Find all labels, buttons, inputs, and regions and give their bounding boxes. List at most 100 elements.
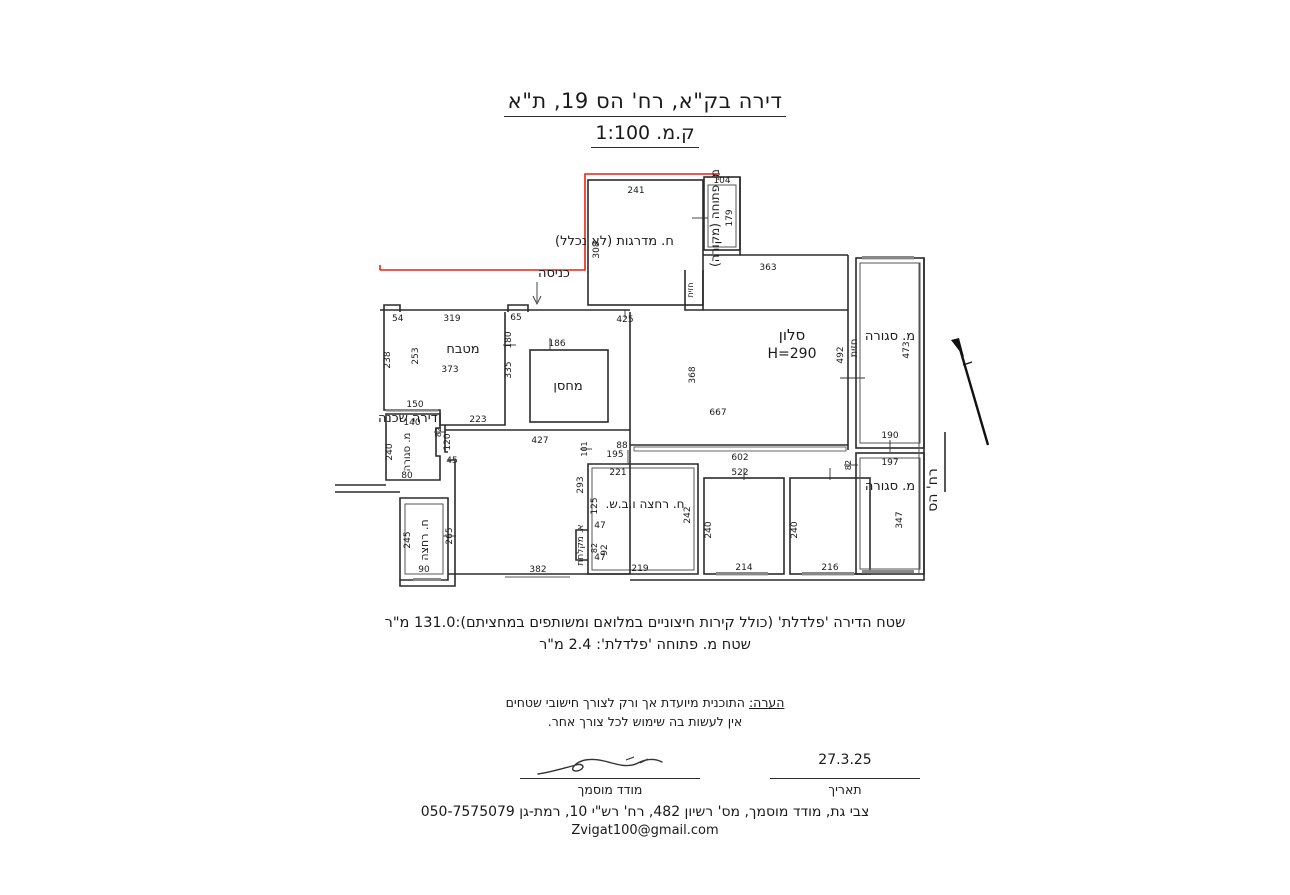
dim-253: 253 — [411, 347, 421, 364]
dim-245: 245 — [403, 531, 413, 548]
window-hatch-kitchen — [386, 409, 438, 412]
floor-plan-drawing: 241 308 104 179 מ. פתוחה (מקורה) חזית ח.… — [300, 160, 1020, 600]
dim-214: 214 — [735, 563, 752, 573]
plan-svg: 241 308 104 179 מ. פתוחה (מקורה) חזית ח.… — [335, 169, 990, 587]
footer-email: Zvigat100@gmail.com — [571, 823, 719, 839]
window-hatch-bed2 — [802, 572, 854, 576]
dim-223: 223 — [469, 415, 486, 425]
note-entrance: כניסה — [538, 266, 570, 281]
room-closed-left-outline — [385, 413, 441, 481]
room-storage-outline — [529, 349, 609, 423]
dim-363: 363 — [759, 263, 776, 273]
dim-238: 238 — [383, 351, 393, 368]
note-neighbor-apartment: דירה שכנה — [378, 411, 438, 426]
dim-190: 190 — [881, 431, 898, 441]
wall-kitchen-notch — [383, 304, 401, 312]
date-caption: תאריך — [828, 782, 862, 797]
surveyor-signature-cell: מודד מוסמך — [520, 752, 700, 797]
dim-80: 80 — [401, 471, 413, 481]
dim-180: 180 — [504, 331, 514, 348]
dim-125: 125 — [590, 497, 600, 514]
dim-179: 179 — [725, 209, 735, 226]
window-hatch-right-lower — [862, 570, 914, 574]
room-label-closed-right-upper: מ. סגורה — [865, 329, 915, 344]
area-summary: שטח הדירה 'פלדלת' (כולל קירות חיצוניים ב… — [0, 612, 1290, 657]
handwritten-signature-icon — [537, 756, 663, 775]
wall-left-lower-step — [399, 574, 456, 587]
dim-82-shower: 82 — [590, 543, 599, 553]
dim-92: 92 — [600, 544, 610, 555]
room-living-height-note: H=290 — [768, 346, 817, 362]
room-closed-right-upper-outline — [855, 257, 925, 449]
room-bathroom-left-inner — [404, 503, 444, 575]
dim-240-left: 240 — [385, 443, 395, 460]
room-label-open-covered: מ. פתוחה (מקורה) — [708, 169, 722, 267]
room-label-storage: מחסן — [553, 379, 582, 394]
dim-240-bed2: 240 — [790, 521, 800, 538]
dim-90: 90 — [418, 565, 430, 575]
dim-240-bed1: 240 — [704, 521, 714, 538]
date-cell: 27.3.25 תאריך — [770, 752, 920, 797]
wall-corridor-top — [444, 425, 448, 453]
wall-shower-niche — [575, 529, 588, 561]
remark-text-1: התוכנית מיועדת אך ורק לצורך חישובי שטחים — [505, 695, 749, 710]
dim-425: 425 — [616, 315, 633, 325]
surveyor-caption: מודד מוסמך — [577, 782, 643, 797]
dim-140: 140 — [403, 418, 420, 428]
window-hatch-right-upper — [862, 256, 914, 260]
room-open-covered-inner — [707, 184, 737, 248]
remark-line-1: הערה: התוכנית מיועדת אך ורק לצורך חישובי… — [0, 694, 1290, 713]
dim-54: 54 — [392, 314, 404, 324]
signature-row: מודד מוסמך 27.3.25 תאריך — [0, 752, 1290, 812]
room-open-upper-outline — [587, 179, 704, 306]
label-front-facade: חזית — [849, 339, 860, 358]
dim-195: 195 — [606, 450, 623, 460]
window-hatch-bath-left — [413, 578, 441, 581]
label-street-name: רח' הס — [925, 468, 941, 512]
dim-667: 667 — [709, 408, 726, 418]
room-closed-right-lower-outline — [855, 452, 925, 575]
area-open-line: שטח מ. פתוחה 'פלדלת': 2.4 מ"ר — [539, 637, 751, 654]
date-line: 27.3.25 — [770, 752, 920, 779]
dim-373: 373 — [441, 365, 458, 375]
dim-88: 88 — [616, 441, 628, 451]
wall-outer-right — [630, 258, 925, 581]
dim-522: 522 — [731, 468, 748, 478]
room-bathroom-left-outline — [399, 497, 449, 581]
dim-197: 197 — [881, 458, 898, 468]
footer-block: צבי גת, מודד מוסמך, מס' רשיון 482, רח' ר… — [0, 802, 1290, 841]
room-bathroom-main-outline — [587, 463, 699, 575]
dim-47-b: 47 — [594, 553, 605, 563]
remark-line-2: אין לעשות בה שימוש לכל צורך אחר. — [547, 713, 743, 729]
footer-contact-line: צבי גת, מודד מוסמך, מס' רשיון 482, רח' ר… — [420, 804, 870, 820]
room-bed-1-outline — [703, 477, 785, 575]
wall-facade-stub — [684, 270, 704, 311]
dim-150: 150 — [406, 400, 423, 410]
dim-219: 219 — [631, 564, 648, 574]
wall-hatch-living-bottom — [633, 446, 847, 452]
dim-473: 473 — [902, 341, 912, 358]
room-label-closed-right-lower: מ. סגורה — [865, 479, 915, 494]
dim-47-a: 47 — [594, 521, 605, 531]
room-bed-2-outline — [789, 477, 871, 575]
room-closed-right-lower-inner — [859, 457, 921, 570]
dim-382: 382 — [529, 565, 546, 575]
dim-104: 104 — [713, 176, 730, 186]
dim-241: 241 — [627, 186, 644, 196]
remark-block: הערה: התוכנית מיועדת אך ורק לצורך חישובי… — [0, 694, 1290, 732]
dim-186: 186 — [548, 339, 565, 349]
room-label-kitchen: מטבח — [446, 342, 479, 357]
window-hatch-bed1 — [716, 572, 768, 576]
room-label-shower-niche: א. מקלחת — [576, 524, 586, 565]
page-subtitle-scale: ק.מ. 1:100 — [591, 122, 699, 149]
surveyor-signature-line — [520, 752, 700, 779]
dim-368: 368 — [688, 366, 698, 383]
dim-319: 319 — [443, 314, 460, 324]
area-apartment-line: שטח הדירה 'פלדלת' (כולל קירות חיצוניים ב… — [384, 615, 906, 631]
wall-lower-left-shell — [448, 459, 456, 575]
dim-293: 293 — [576, 476, 586, 493]
room-label-bathroom-left: ח. רחצה — [418, 519, 431, 560]
north-arrow-icon — [951, 338, 990, 446]
dim-308: 308 — [592, 241, 602, 258]
